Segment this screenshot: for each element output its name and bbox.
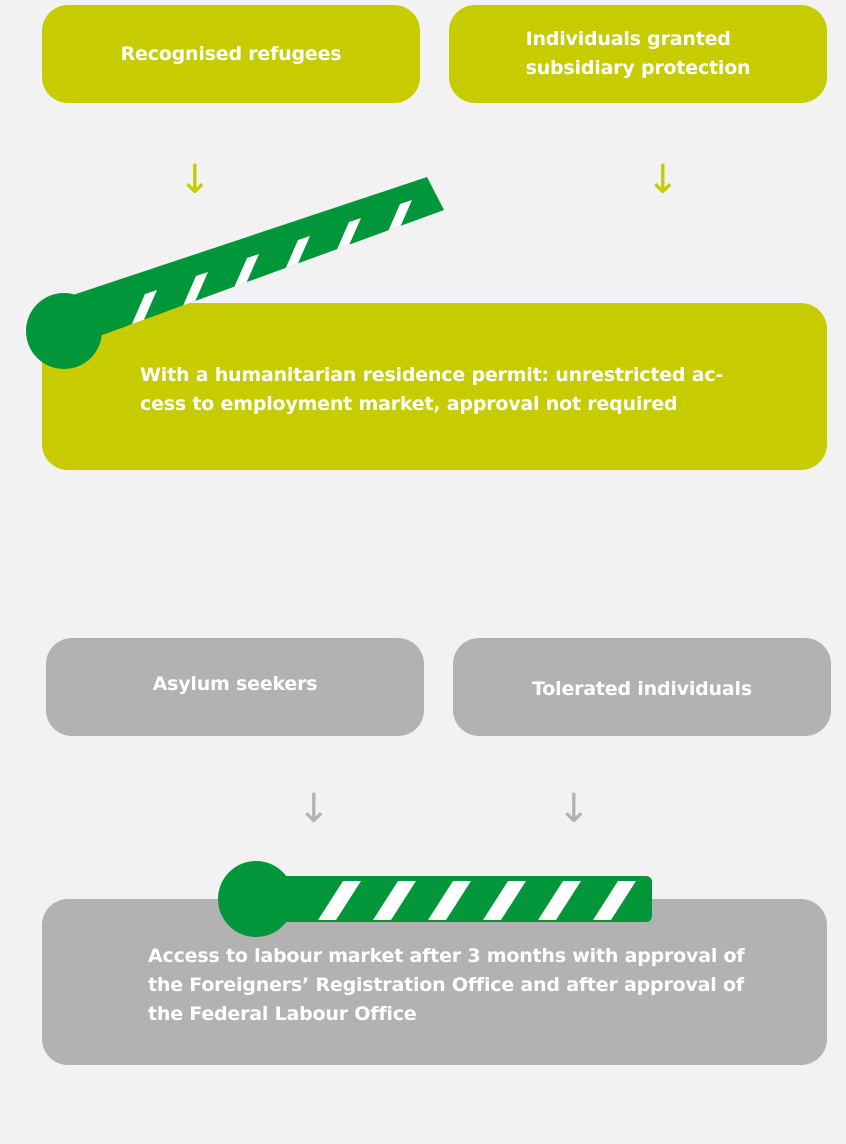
- labour-market-access-result-box: Access to labour market after 3 months w…: [42, 899, 827, 1065]
- asylum-seekers-label: Asylum seekers: [152, 673, 318, 695]
- closed-barrier-pivot: [218, 861, 294, 937]
- down-arrow-icon: ↓: [557, 786, 591, 832]
- down-arrow-icon: ↓: [178, 157, 212, 203]
- tolerated-individuals-box: Tolerated individuals: [453, 638, 831, 736]
- humanitarian-permit-result-box: With a humanitarian residence permit: un…: [42, 303, 827, 470]
- result-line-1: With a humanitarian residence permit: un…: [140, 363, 724, 386]
- subsidiary-protection-line-1: Individuals granted: [525, 28, 731, 50]
- result-line-2: cess to employment market, approval not …: [140, 392, 678, 415]
- down-arrow-icon: ↓: [646, 157, 680, 203]
- tolerated-individuals-label: Tolerated individuals: [532, 677, 752, 700]
- labour-market-access-text: Access to labour market after 3 months w…: [148, 942, 745, 1029]
- humanitarian-permit-text: With a humanitarian residence permit: un…: [140, 361, 723, 419]
- asylum-seekers-box: Asylum seekers: [46, 638, 424, 736]
- result-line-1: Access to labour market after 3 months w…: [148, 944, 745, 967]
- down-arrow-icon: ↓: [297, 786, 331, 832]
- subsidiary-protection-box: Individuals granted subsidiary protectio…: [449, 5, 827, 103]
- recognised-refugees-label: Recognised refugees: [120, 42, 342, 65]
- result-line-3: the Federal Labour Office: [148, 1002, 417, 1025]
- open-barrier-pivot: [26, 293, 102, 369]
- subsidiary-protection-label: Individuals granted subsidiary protectio…: [526, 25, 751, 83]
- result-line-2: the Foreigners’ Registration Office and …: [148, 973, 744, 996]
- subsidiary-protection-line-2: subsidiary protection: [525, 57, 751, 79]
- recognised-refugees-box: Recognised refugees: [42, 5, 420, 103]
